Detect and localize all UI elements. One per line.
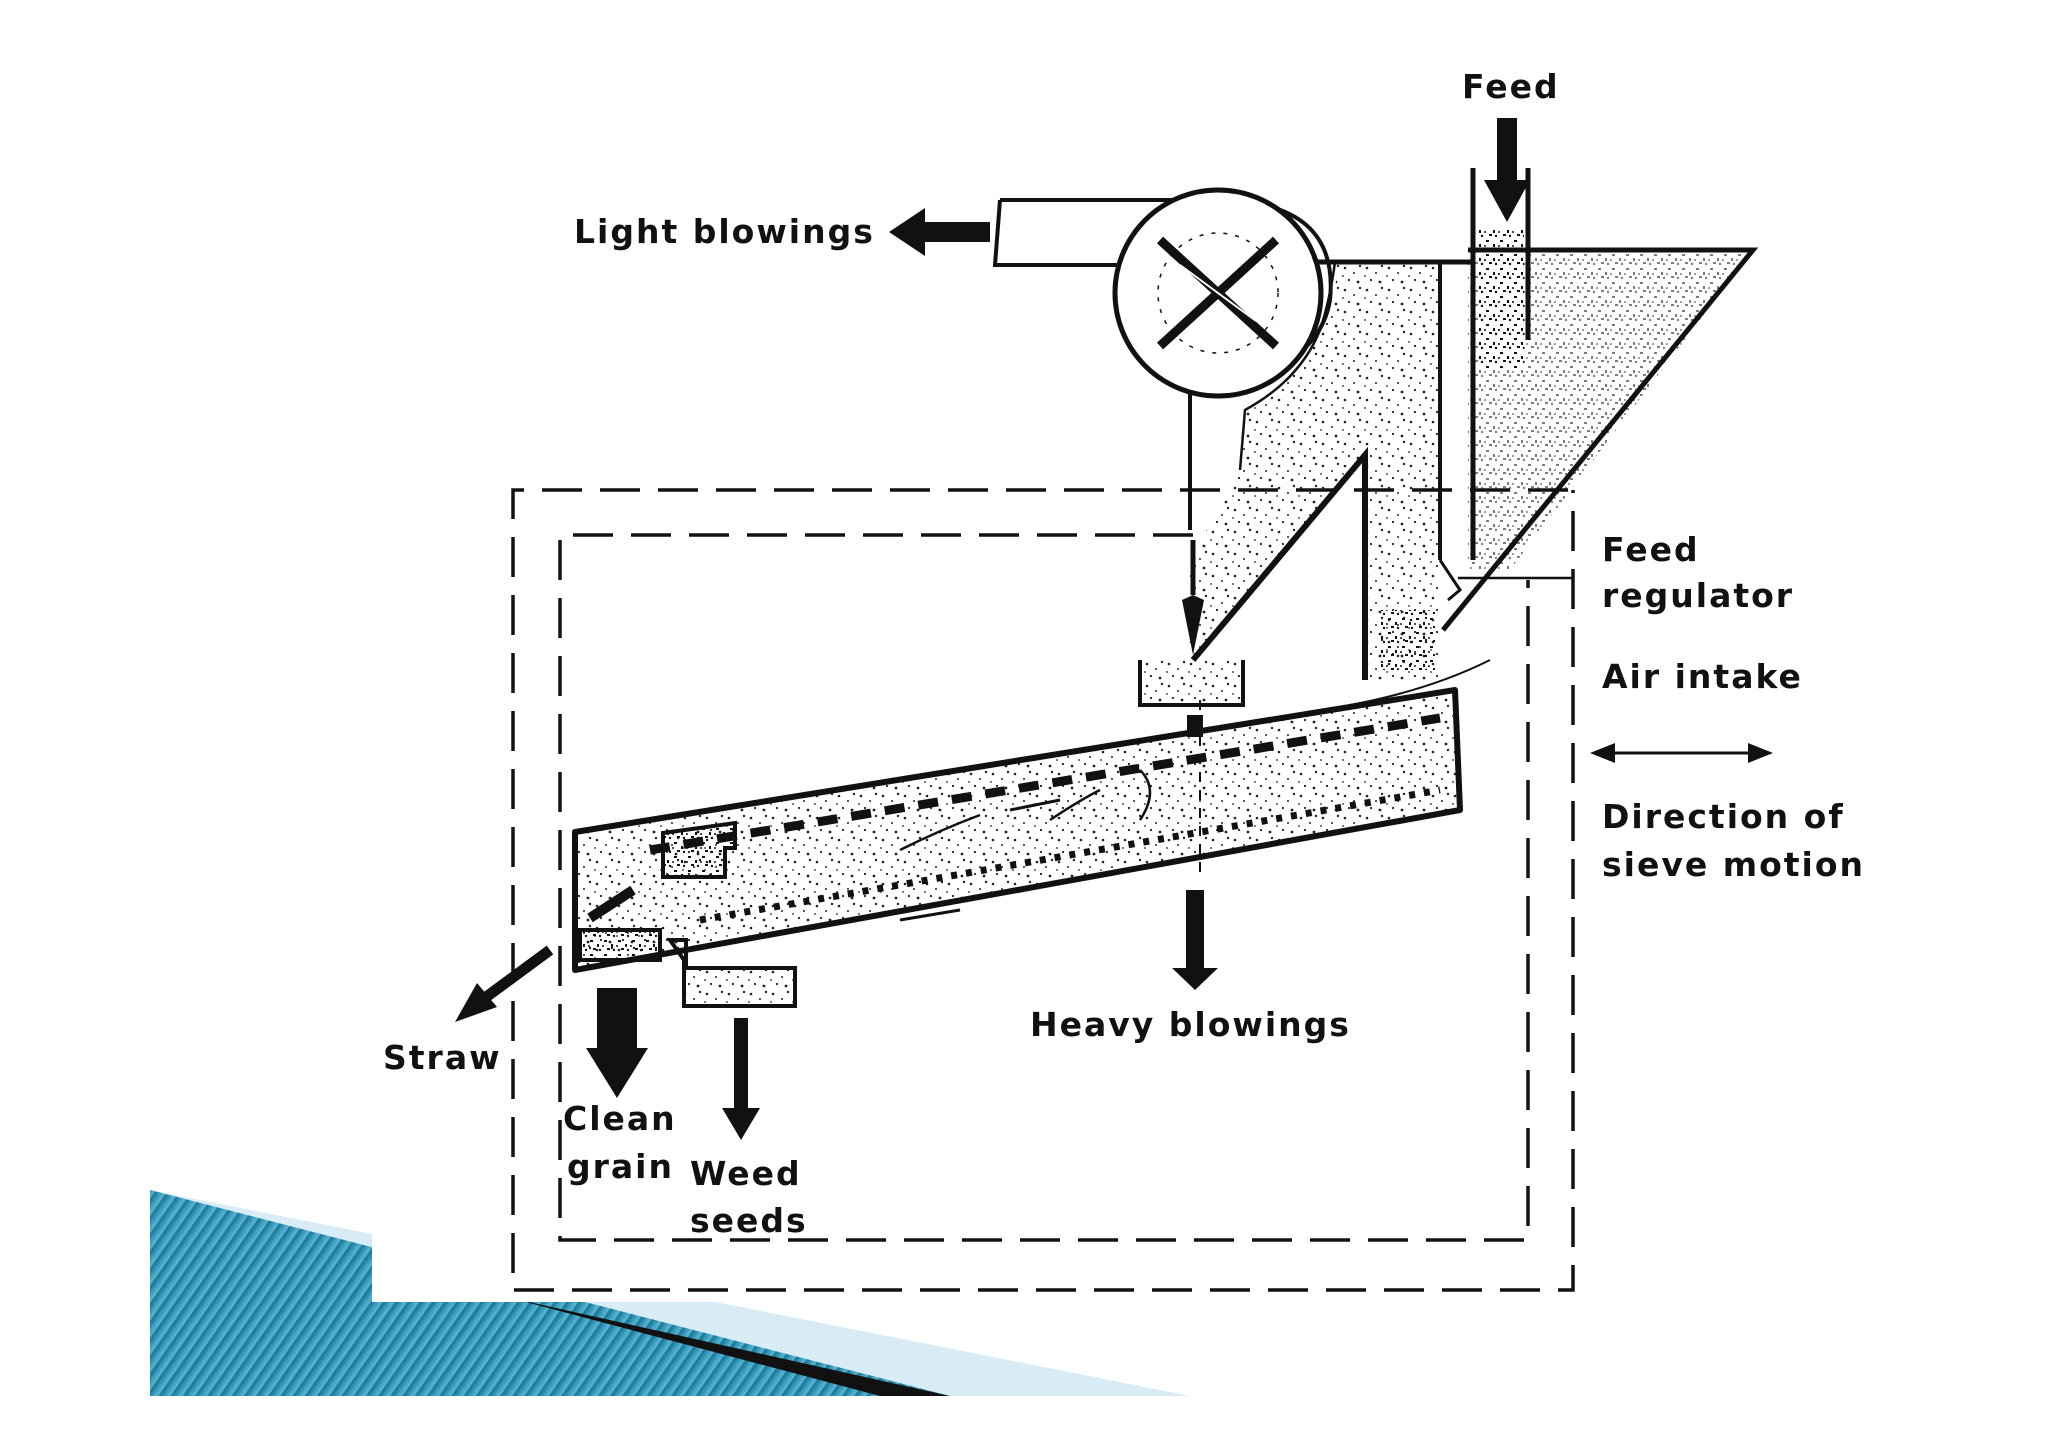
enclosure-outer (511, 488, 1575, 1292)
heavy-blowings-arrow (1172, 715, 1218, 990)
air-duct (1182, 259, 1473, 680)
fan-housing (992, 187, 1333, 530)
label-direction-line2: sieve motion (1602, 845, 1866, 884)
label-feed-regulator-line1: Feed (1602, 530, 1700, 569)
label-heavy-blowings: Heavy blowings (1030, 1005, 1351, 1044)
label-direction-line1: Direction of (1602, 797, 1845, 836)
weed-seeds-arrow (722, 1018, 760, 1140)
slide-corner-decoration (150, 1190, 1190, 1396)
clean-grain-arrow (586, 988, 648, 1098)
straw-arrow (455, 945, 554, 1022)
label-weed-seeds-line2: seeds (690, 1201, 808, 1240)
label-feed: Feed (1462, 67, 1560, 106)
heavy-blowings-tray (1138, 660, 1245, 707)
sieve-motion-arrow (1590, 743, 1773, 763)
label-air-intake: Air intake (1602, 657, 1803, 696)
enclosure-inner (558, 533, 1530, 1242)
light-blowings-arrow (889, 208, 990, 256)
label-clean-grain-line2: grain (567, 1147, 674, 1186)
label-clean-grain-line1: Clean (563, 1099, 677, 1138)
feed-arrow (1484, 118, 1530, 222)
label-feed-regulator-line2: regulator (1602, 576, 1795, 615)
label-straw: Straw (383, 1038, 502, 1077)
feed-hopper (1441, 168, 1759, 632)
label-light-blowings: Light blowings (574, 212, 875, 251)
sieve-box (572, 659, 1491, 1008)
label-weed-seeds-line1: Weed (690, 1154, 802, 1193)
